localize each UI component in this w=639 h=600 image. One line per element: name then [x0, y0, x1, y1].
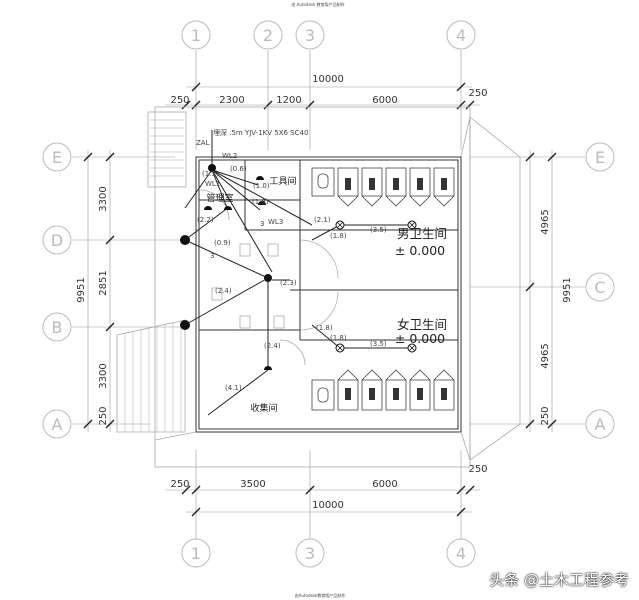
- note: (0.9): [214, 239, 231, 247]
- dim-right-seg: 250: [540, 406, 551, 425]
- note: (2.1): [314, 216, 331, 224]
- level-women: ± 0.000: [395, 331, 445, 346]
- dimension-texts: 10000 250 2300 1200 6000 250 250 3500 60…: [76, 74, 573, 511]
- axis-label: 1: [191, 26, 201, 45]
- note: (2.3): [280, 279, 297, 287]
- note: (1.0): [253, 182, 270, 190]
- axis-bubble-4-bottom: [446, 538, 476, 568]
- note: (3.5): [370, 226, 387, 234]
- cable-spec: 埋深 .5m YJV-1KV 5X6 SC40: [213, 128, 308, 137]
- note: 3: [210, 252, 214, 260]
- axis-bubble-D-left: [42, 225, 72, 255]
- dim-top-seg: 250: [170, 95, 189, 106]
- axis-label: E: [52, 148, 62, 167]
- note: (3.5): [370, 340, 387, 348]
- label-wl3: WL3: [268, 218, 283, 226]
- dim-right-total: 9951: [562, 277, 573, 302]
- axis-label: 4: [456, 26, 466, 45]
- axis-label: D: [51, 231, 63, 250]
- note: (2.2): [197, 216, 214, 224]
- room-management: 管理室: [206, 192, 233, 204]
- axis-label: A: [595, 415, 606, 434]
- axis-bubble-A-right: [585, 409, 615, 439]
- note: (1.8): [330, 232, 347, 240]
- top-caption: 由 Autodesk 教育版产品制作: [291, 1, 344, 7]
- bottom-caption: 由Autodesk教育版产品制作: [295, 592, 346, 598]
- axis-bubble-1-bottom: [181, 538, 211, 568]
- axis-label: E: [595, 148, 605, 167]
- room-labels: 管理室 工具间 收集间 男卫生间 ± 0.000 女卫生间 ± 0.000: [206, 175, 447, 414]
- axis-bubble-3-bottom: [295, 538, 325, 568]
- room-women: 女卫生间: [397, 317, 447, 332]
- axis-bubble-C-right: [585, 272, 615, 302]
- note: (2.4): [215, 287, 232, 295]
- dim-right-seg: 4965: [540, 209, 551, 234]
- dim-top-seg: 1200: [276, 95, 301, 106]
- women-stalls: [311, 369, 455, 411]
- label-wl2: WL2: [222, 152, 237, 160]
- axis-label: 3: [305, 26, 315, 45]
- dim-left-seg: 250: [98, 406, 109, 425]
- note: (0.6): [230, 165, 247, 173]
- note: (2.4): [264, 342, 281, 350]
- level-men: ± 0.000: [395, 243, 445, 258]
- dim-bottom-seg: 250: [170, 479, 189, 490]
- axis-label: 2: [263, 26, 273, 45]
- dim-top-seg: 250: [468, 88, 487, 99]
- axis-bubbles: 1 2 3 4 1 3 4 E D B A E C A: [42, 20, 615, 568]
- axis-bubble-A-left: [42, 409, 72, 439]
- axis-lines: [72, 50, 585, 540]
- circuit-labels: 埋深 .5m YJV-1KV 5X6 SC40 ZAL WL2 WL1 WL3 …: [196, 128, 387, 392]
- dim-bottom-seg: 250: [468, 464, 487, 475]
- dim-bottom-seg: 6000: [372, 479, 397, 490]
- axis-bubble-E-left: [42, 142, 72, 172]
- dim-left-seg: 2851: [98, 270, 109, 295]
- room-tool: 工具间: [269, 175, 296, 187]
- axis-label: A: [52, 415, 63, 434]
- men-stalls: [311, 167, 455, 207]
- building-walls: [116, 106, 521, 468]
- dimension-lines: [83, 82, 557, 517]
- watermark: 头条 @土木工程参考: [489, 571, 629, 589]
- note: (1.8): [316, 324, 333, 332]
- dim-left-seg: 3300: [98, 186, 109, 211]
- dim-bottom-total: 10000: [312, 500, 344, 511]
- dim-top-total: 10000: [312, 74, 344, 85]
- dim-bottom-seg: 3500: [240, 479, 265, 490]
- note: (1.8): [252, 198, 269, 206]
- dim-left-seg: 3300: [98, 363, 109, 388]
- note: (1.8): [330, 334, 347, 342]
- axis-bubble-E-right: [585, 142, 615, 172]
- axis-label: 3: [305, 544, 315, 563]
- dim-left-total: 9951: [76, 277, 87, 302]
- dim-top-seg: 6000: [372, 95, 397, 106]
- note: (4.1): [225, 384, 242, 392]
- axis-label: C: [594, 278, 605, 297]
- axis-label: 1: [191, 544, 201, 563]
- axis-bubble-B-left: [42, 312, 72, 342]
- note: 3: [260, 220, 264, 228]
- axis-bubble-3-top: [295, 20, 325, 50]
- room-collection: 收集间: [250, 402, 277, 414]
- axis-label: B: [52, 318, 63, 337]
- dim-right-seg: 4965: [540, 343, 551, 368]
- axis-bubble-1-top: [181, 20, 211, 50]
- dim-top-seg: 2300: [219, 95, 244, 106]
- axis-label: 4: [456, 544, 466, 563]
- note: (1.3): [202, 170, 219, 178]
- label-wl1: WL1: [205, 180, 220, 188]
- axis-bubble-2-top: [253, 20, 283, 50]
- axis-bubble-4-top: [446, 20, 476, 50]
- electrical-wiring: [180, 130, 417, 416]
- label-zal: ZAL: [196, 139, 210, 147]
- room-men: 男卫生间: [397, 226, 447, 241]
